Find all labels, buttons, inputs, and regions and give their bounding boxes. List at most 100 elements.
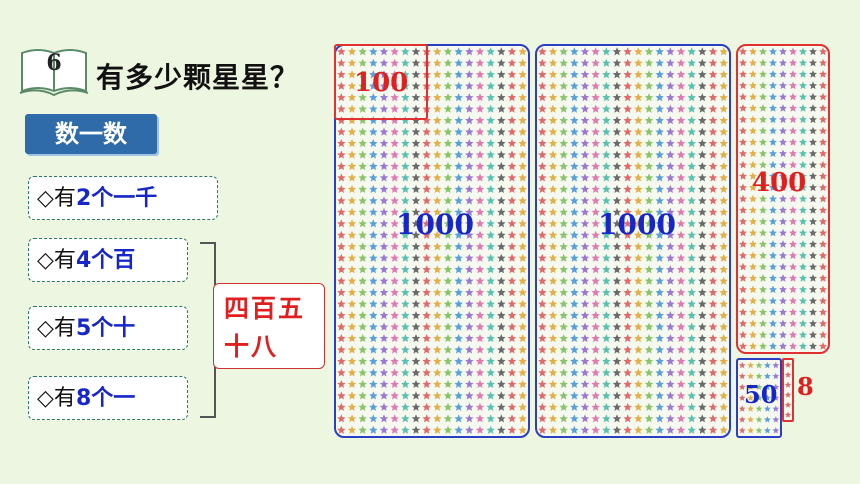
star-icon <box>347 196 357 205</box>
star-icon <box>719 379 728 388</box>
star-icon <box>738 416 746 423</box>
star-icon <box>738 383 746 390</box>
star-icon <box>422 196 431 205</box>
star-icon <box>401 425 410 434</box>
star-icon <box>538 104 547 113</box>
star-icon <box>580 242 590 251</box>
star-icon <box>390 322 399 331</box>
star-grid <box>337 47 527 434</box>
star-icon <box>538 265 547 274</box>
star-icon <box>422 219 431 228</box>
star-icon <box>819 47 827 56</box>
star-icon <box>708 47 718 56</box>
star-icon <box>591 81 600 90</box>
star-icon <box>538 184 547 193</box>
star-icon <box>591 299 600 308</box>
star-icon <box>559 253 568 262</box>
star-icon <box>454 196 463 205</box>
star-icon <box>687 81 696 90</box>
star-icon <box>708 184 718 193</box>
star-icon <box>749 183 757 192</box>
star-icon <box>337 253 346 262</box>
star-icon <box>497 219 506 228</box>
star-icon <box>475 402 485 411</box>
star-icon <box>548 265 558 274</box>
star-icon <box>634 116 643 125</box>
star-icon <box>655 391 664 400</box>
star-icon <box>475 127 485 136</box>
star-icon <box>443 288 453 297</box>
star-icon <box>687 276 696 285</box>
star-icon <box>401 368 410 377</box>
star-icon <box>580 127 590 136</box>
star-icon <box>809 228 817 237</box>
star-icon <box>789 330 797 339</box>
star-icon <box>739 47 747 56</box>
star-icon <box>759 274 767 282</box>
star-icon <box>759 81 767 90</box>
star-icon <box>337 311 346 320</box>
star-icon <box>454 322 463 331</box>
star-icon <box>698 322 707 331</box>
star-icon <box>570 391 579 400</box>
star-icon <box>411 58 421 67</box>
star-icon <box>454 139 463 148</box>
star-icon <box>698 207 707 216</box>
star-icon <box>538 196 547 205</box>
star-icon <box>591 162 600 171</box>
star-icon <box>698 150 707 159</box>
star-icon <box>779 70 787 78</box>
star-icon <box>655 253 664 262</box>
star-icon <box>411 81 421 90</box>
star-icon <box>676 357 686 366</box>
star-icon <box>708 402 718 411</box>
star-icon <box>799 70 807 78</box>
star-icon <box>809 47 817 56</box>
star-icon <box>612 196 622 205</box>
star-icon <box>809 104 817 112</box>
star-icon <box>799 274 807 282</box>
star-icon <box>518 345 527 354</box>
star-icon <box>559 47 568 56</box>
star-icon <box>347 81 357 90</box>
star-icon <box>433 81 442 90</box>
star-icon <box>390 311 399 320</box>
star-icon <box>559 345 568 354</box>
star-icon <box>687 322 696 331</box>
star-icon <box>433 357 442 366</box>
star-icon <box>465 93 474 102</box>
star-icon <box>708 58 718 67</box>
star-icon <box>623 93 632 102</box>
star-icon <box>809 58 817 67</box>
star-icon <box>708 311 718 320</box>
star-icon <box>570 150 579 159</box>
star-icon <box>666 345 675 354</box>
star-icon <box>749 262 757 271</box>
star-icon <box>422 276 431 285</box>
star-icon <box>708 414 718 423</box>
count-tag: 数一数 <box>25 114 157 154</box>
star-icon <box>666 242 675 251</box>
star-icon <box>433 184 442 193</box>
star-icon <box>486 357 495 366</box>
star-icon <box>747 416 754 423</box>
star-icon <box>789 296 797 305</box>
star-icon <box>347 414 357 423</box>
star-icon <box>655 58 664 67</box>
star-icon <box>779 262 787 271</box>
star-icon <box>708 70 718 79</box>
star-icon <box>779 138 787 146</box>
star-icon <box>559 402 568 411</box>
star-icon <box>433 276 442 285</box>
star-icon <box>401 139 410 148</box>
star-icon <box>655 368 664 377</box>
star-icon <box>369 70 378 79</box>
star-icon <box>337 173 346 182</box>
star-icon <box>623 357 632 366</box>
star-icon <box>570 58 579 67</box>
star-icon <box>518 288 527 297</box>
star-icon <box>497 368 506 377</box>
star-icon <box>475 368 485 377</box>
star-icon <box>708 93 718 102</box>
star-icon <box>337 402 346 411</box>
